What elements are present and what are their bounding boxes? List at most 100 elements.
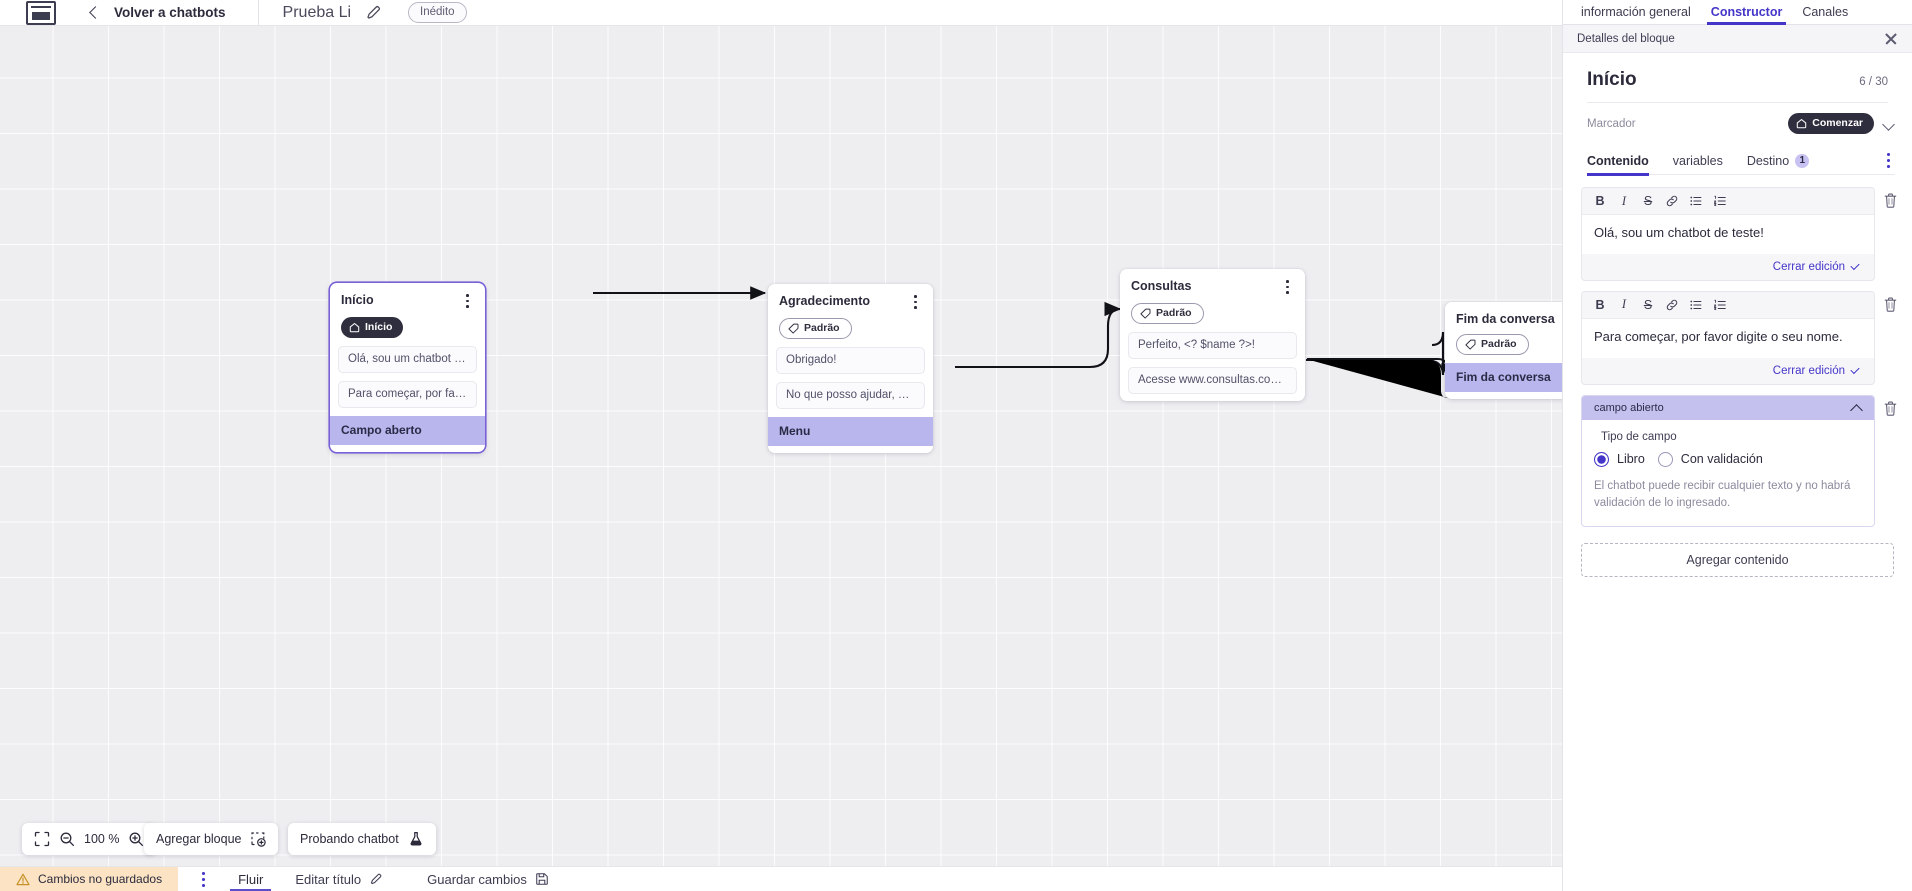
- bold-icon[interactable]: B: [1595, 297, 1605, 312]
- flow-node-fim-da-conversa[interactable]: Fim da conversa Padrão Fim da conversa: [1445, 302, 1562, 399]
- field-type-label: Tipo de campo: [1601, 430, 1677, 443]
- test-chatbot-button[interactable]: Probando chatbot: [288, 823, 436, 855]
- zoom-level: 100 %: [84, 832, 120, 846]
- node-field-row[interactable]: Menu: [768, 417, 933, 446]
- rich-text-toolbar: B I S: [1582, 291, 1874, 318]
- node-menu-icon[interactable]: [1280, 279, 1294, 295]
- zoom-in-icon[interactable]: [128, 831, 144, 847]
- tab-informacion-general[interactable]: información general: [1571, 0, 1701, 25]
- statusbar-tab-label: Guardar cambios: [427, 871, 527, 887]
- node-badge-start: Início: [341, 317, 404, 338]
- flow-node-consultas[interactable]: Consultas Padrão Perfeito, <? $name ?>! …: [1120, 269, 1305, 401]
- tab-variables[interactable]: variables: [1673, 147, 1723, 175]
- numbered-list-icon[interactable]: [1708, 189, 1732, 213]
- app-logo-icon[interactable]: [26, 0, 56, 25]
- radio-label: Libro: [1617, 452, 1645, 467]
- node-message-row[interactable]: Perfeito, <? $name ?>!: [1128, 332, 1297, 359]
- close-icon[interactable]: [1884, 32, 1898, 46]
- rich-text-editor[interactable]: Para começar, por favor digite o seu nom…: [1582, 317, 1874, 358]
- statusbar-edit-title[interactable]: Editar título: [279, 867, 399, 891]
- edit-title-pencil-icon[interactable]: [365, 4, 382, 21]
- flow-node-agradecimento[interactable]: Agradecimento Padrão Obrigado! No que po…: [768, 284, 933, 453]
- tab-constructor[interactable]: Constructor: [1701, 0, 1793, 25]
- node-field-row[interactable]: Fim da conversa: [1445, 363, 1562, 392]
- node-title: Agradecimento: [779, 294, 870, 308]
- bold-icon[interactable]: B: [1595, 194, 1605, 208]
- close-edit-link[interactable]: Cerrar edición: [1772, 260, 1845, 273]
- block-counter: 6 / 30: [1859, 76, 1888, 88]
- statusbar-save-changes[interactable]: Guardar cambios: [411, 867, 565, 891]
- panel-overflow-menu-icon[interactable]: [1881, 152, 1895, 169]
- italic-icon[interactable]: I: [1621, 297, 1627, 312]
- bullet-list-icon[interactable]: [1684, 189, 1708, 213]
- strikethrough-icon[interactable]: S: [1643, 297, 1653, 312]
- flask-icon: [410, 831, 422, 846]
- marker-label: Marcador: [1587, 117, 1636, 130]
- rich-text-card: B I S Olá, sou um chatbot de tes: [1581, 187, 1875, 281]
- close-edit-link[interactable]: Cerrar edición: [1772, 364, 1845, 377]
- node-menu-icon[interactable]: [460, 293, 474, 309]
- tab-canales[interactable]: Canales: [1792, 0, 1858, 25]
- statusbar-tab-fluir[interactable]: Fluir: [222, 867, 279, 891]
- node-header: Consultas: [1120, 277, 1305, 295]
- panel-subheader-label: Detalles del bloque: [1577, 32, 1675, 45]
- unsaved-changes-banner: Cambios no guardados: [0, 866, 179, 891]
- delete-icon[interactable]: [1883, 296, 1898, 313]
- node-title: Início: [341, 293, 374, 307]
- delete-icon[interactable]: [1883, 400, 1898, 417]
- save-icon: [536, 873, 548, 885]
- node-header: Fim da conversa: [1445, 310, 1562, 326]
- tab-contenido[interactable]: Contenido: [1587, 147, 1649, 176]
- marker-value-label: Comenzar: [1812, 117, 1863, 129]
- field-type-radio-group: Libro Con validación: [1594, 451, 1860, 467]
- node-field-row[interactable]: Campo aberto: [330, 416, 485, 445]
- italic-icon[interactable]: I: [1621, 193, 1627, 208]
- tab-badge-count: 1: [1795, 153, 1810, 168]
- node-message-row[interactable]: Para começar, por favor digite o ...: [338, 381, 477, 408]
- node-badge-label: Início: [365, 321, 393, 333]
- tab-destino[interactable]: Destino 1: [1747, 147, 1810, 175]
- node-message-row[interactable]: Obrigado!: [776, 347, 925, 374]
- radio-libro[interactable]: Libro: [1594, 451, 1645, 467]
- link-icon[interactable]: [1660, 189, 1684, 213]
- node-message-row[interactable]: No que posso ajudar, <? $name ...: [776, 382, 925, 409]
- chevron-up-icon[interactable]: [1850, 401, 1863, 414]
- tab-label: información general: [1581, 5, 1691, 19]
- numbered-list-icon[interactable]: [1708, 293, 1732, 317]
- panel-subheader: Detalles del bloque: [1563, 25, 1912, 53]
- back-to-chatbots-link[interactable]: Volver a chatbots: [114, 5, 226, 20]
- rich-text-card: B I S Para começar, por favor di: [1581, 290, 1875, 385]
- edge-agradecimento-consultas: [955, 301, 1122, 369]
- bottom-status-bar: Cambios no guardados Fluir Editar título…: [0, 866, 1562, 891]
- tab-label: Canales: [1802, 5, 1849, 19]
- tab-label: Constructor: [1710, 5, 1783, 19]
- add-block-button[interactable]: Agregar bloque: [144, 823, 279, 855]
- link-icon[interactable]: [1660, 293, 1684, 317]
- fit-screen-icon[interactable]: [34, 831, 50, 847]
- zoom-out-icon[interactable]: [59, 831, 75, 847]
- back-chevron-icon[interactable]: [86, 5, 102, 21]
- rich-text-editor[interactable]: Olá, sou um chatbot de teste!: [1582, 214, 1874, 254]
- marker-value-badge[interactable]: Comenzar: [1788, 113, 1874, 134]
- node-message-row[interactable]: Acesse www.consultas.com par...: [1128, 367, 1297, 394]
- top-bar: Volver a chatbots Prueba Li Inédito: [0, 0, 1562, 26]
- node-menu-icon[interactable]: [908, 294, 922, 310]
- strikethrough-icon[interactable]: S: [1643, 194, 1653, 208]
- statusbar-menu-icon[interactable]: [196, 871, 210, 887]
- field-block-body: Tipo de campo Libro Con validación E: [1582, 420, 1874, 527]
- chevron-down-icon[interactable]: [1882, 117, 1895, 130]
- add-content-button[interactable]: Agregar contenido: [1581, 543, 1894, 578]
- radio-con-validacion[interactable]: Con validación: [1657, 451, 1763, 467]
- zoom-controls[interactable]: 100 %: [22, 823, 157, 855]
- delete-icon[interactable]: [1883, 192, 1898, 209]
- node-message-row[interactable]: Olá, sou um chatbot de teste!: [338, 346, 477, 373]
- tab-label: variables: [1672, 153, 1723, 168]
- flow-canvas[interactable]: Início Início Olá, sou um chatbot de tes…: [0, 26, 1562, 866]
- topbar-divider: [257, 0, 259, 26]
- field-block-header[interactable]: campo abierto: [1582, 395, 1874, 420]
- field-block-card: campo abierto Tipo de campo Libro: [1581, 394, 1875, 528]
- flow-node-inicio[interactable]: Início Início Olá, sou um chatbot de tes…: [330, 283, 485, 452]
- panel-content-body: B I S Olá, sou um chatbot de tes: [1563, 175, 1912, 528]
- bullet-list-icon[interactable]: [1684, 293, 1708, 317]
- unsaved-changes-label: Cambios no guardados: [38, 872, 163, 886]
